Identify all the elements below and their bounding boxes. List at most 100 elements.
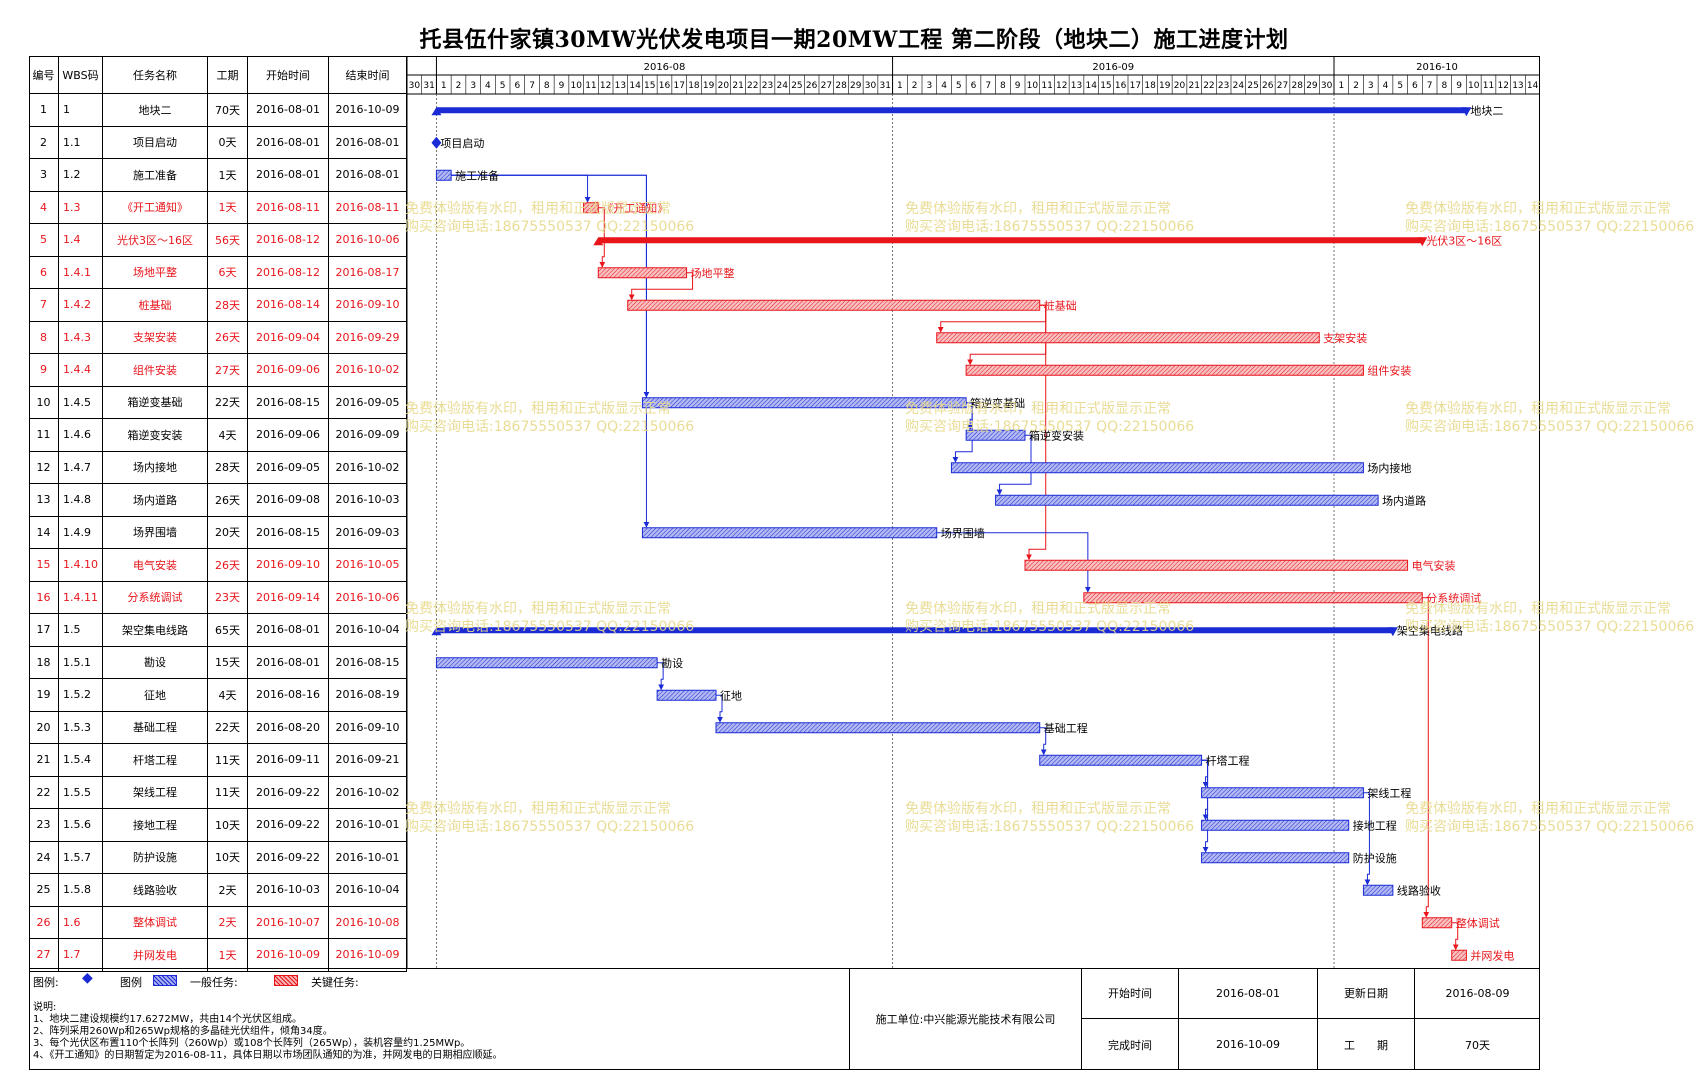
cell-name: 桩基础 xyxy=(103,289,208,322)
day-label: 11 xyxy=(585,81,596,91)
construction-unit: 施工单位:中兴能源光能技术有限公司 xyxy=(849,968,1081,1070)
task-bar xyxy=(965,364,1364,376)
task-bar xyxy=(950,462,1364,474)
task-bar xyxy=(936,332,1320,344)
day-label: 7 xyxy=(985,81,991,91)
notes-title: 说明: xyxy=(33,1002,57,1013)
note-line-1: 1、地块二建设规模约17.6272MW，共由14个光伏区组成。 xyxy=(33,1014,302,1025)
cell-name: 架线工程 xyxy=(103,776,208,809)
cell-id: 18 xyxy=(29,646,59,679)
cell-start: 2016-09-14 xyxy=(248,581,329,614)
cell-start: 2016-08-12 xyxy=(248,256,329,289)
cell-wbs: 1.4.2 xyxy=(59,289,103,322)
cell-dur: 11天 xyxy=(208,776,248,809)
cell-wbs: 1.5.7 xyxy=(59,841,103,874)
bar-label: 箱逆变安装 xyxy=(1029,428,1084,442)
day-label: 5 xyxy=(500,81,506,91)
day-label: 17 xyxy=(1130,81,1141,91)
dependency-link xyxy=(996,434,1032,496)
cell-wbs: 1.4 xyxy=(59,224,103,257)
bar-label: 架线工程 xyxy=(1367,786,1411,800)
note-line-2: 2、阵列采用260Wp和265Wp规格的多晶硅光伏组件，倾角34度。 xyxy=(33,1026,333,1037)
cell-dur: 23天 xyxy=(208,581,248,614)
summary-end-marker xyxy=(1387,627,1398,637)
task-bar xyxy=(1039,754,1203,766)
cell-name: 场内接地 xyxy=(103,451,208,484)
day-label: 8 xyxy=(1000,81,1006,91)
task-bar xyxy=(1201,852,1350,864)
cell-id: 16 xyxy=(29,581,59,614)
cell-dur: 70天 xyxy=(208,94,248,127)
cell-dur: 65天 xyxy=(208,614,248,647)
cell-name: 基础工程 xyxy=(103,711,208,744)
dependency-link xyxy=(628,272,694,301)
cell-id: 12 xyxy=(29,451,59,484)
day-label: 20 xyxy=(718,81,730,91)
cell-dur: 2天 xyxy=(208,874,248,907)
bar-label: 场内道路 xyxy=(1382,493,1426,507)
cell-start: 2016-09-22 xyxy=(248,841,329,874)
cell-wbs: 1.6 xyxy=(59,906,103,939)
day-label: 4 xyxy=(1383,81,1389,91)
day-label: 3 xyxy=(470,81,476,91)
cell-id: 19 xyxy=(29,679,59,712)
task-bar xyxy=(715,722,1041,734)
bar-label: 电气安装 xyxy=(1412,558,1456,572)
bar-label: 组件安装 xyxy=(1367,363,1411,377)
day-label: 30 xyxy=(1321,81,1333,91)
cell-name: 电气安装 xyxy=(103,549,208,582)
cell-dur: 1天 xyxy=(208,939,248,972)
task-bar xyxy=(583,202,599,214)
day-label: 24 xyxy=(1233,81,1245,91)
day-label: 2 xyxy=(1353,81,1359,91)
cell-dur: 11天 xyxy=(208,744,248,777)
day-label: 14 xyxy=(1085,81,1097,91)
day-label: 10 xyxy=(1468,81,1480,91)
cell-id: 5 xyxy=(29,224,59,257)
dependency-link xyxy=(952,402,973,463)
day-label: 9 xyxy=(1015,81,1021,91)
day-label: 9 xyxy=(559,81,565,91)
day-label: 11 xyxy=(1041,81,1052,91)
day-label: 26 xyxy=(806,81,818,91)
header-duration: 工期 xyxy=(208,56,248,94)
cell-name: 勘设 xyxy=(103,646,208,679)
cell-start: 2016-09-22 xyxy=(248,809,329,842)
day-label: 4 xyxy=(485,81,491,91)
task-bar xyxy=(656,689,717,701)
period-value: 70天 xyxy=(1414,1019,1540,1070)
cell-id: 24 xyxy=(29,841,59,874)
day-label: 14 xyxy=(1527,81,1539,91)
day-label: 23 xyxy=(762,81,773,91)
day-label: 10 xyxy=(1027,81,1039,91)
task-bar xyxy=(435,169,452,181)
summary-start-marker xyxy=(593,237,604,246)
cell-wbs: 1.1 xyxy=(59,126,103,159)
month-label: 2016-10 xyxy=(1416,62,1458,73)
cell-wbs: 1.4.6 xyxy=(59,419,103,452)
day-label: 3 xyxy=(926,81,932,91)
cell-name: 支架安装 xyxy=(103,321,208,354)
cell-start: 2016-09-11 xyxy=(248,744,329,777)
day-label: 16 xyxy=(659,81,671,91)
